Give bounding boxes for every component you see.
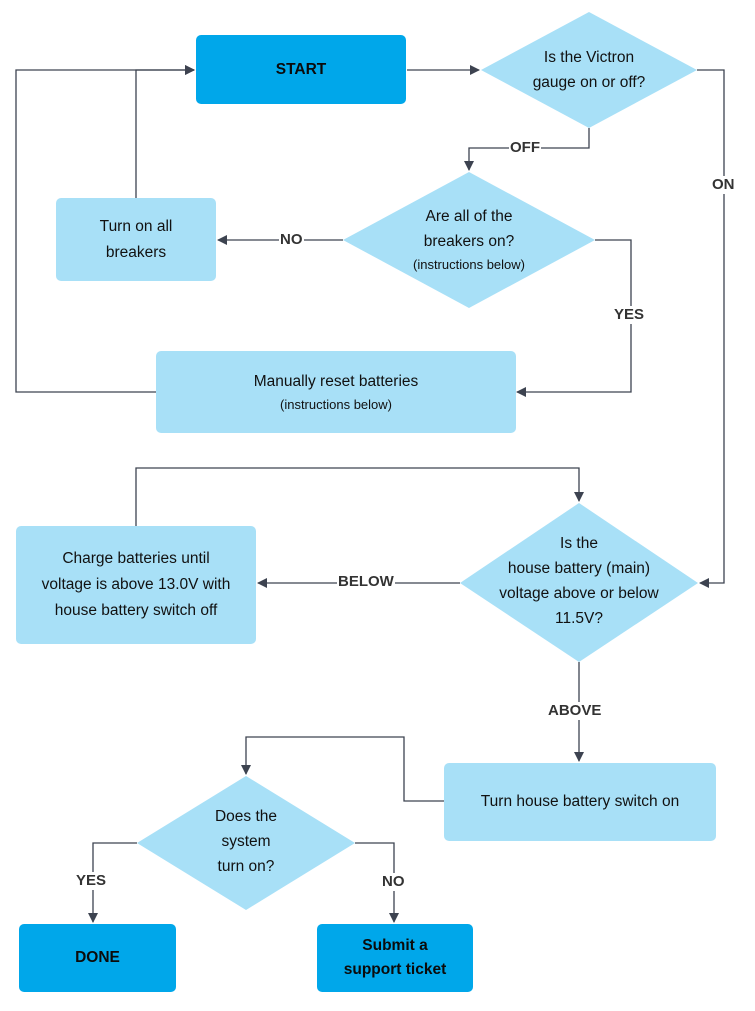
- system-line-2: system: [221, 832, 271, 850]
- edge-label-yes-breakers: YES: [613, 306, 646, 324]
- voltage-question: Is the house battery (main) voltage abov…: [474, 529, 684, 633]
- turn-on-breakers-node: Turn on all breakers: [56, 198, 216, 281]
- system-question: Does the system turn on?: [176, 802, 316, 880]
- edge-switch-to-system: [241, 736, 444, 802]
- system-line-1: Does the: [214, 807, 278, 825]
- system-decision-shape: [137, 776, 355, 910]
- breakers-question: Are all of the breakers on? (instruction…: [369, 198, 569, 282]
- manual-reset-note: (instructions below): [280, 397, 392, 412]
- voltage-line-4: 11.5V?: [555, 610, 603, 627]
- voltage-decision-shape: [460, 503, 698, 662]
- victron-line-2: gauge on or off?: [532, 74, 646, 91]
- edge-label-yes-system: YES: [75, 872, 108, 890]
- charge-line-1: Charge batteries until: [62, 550, 210, 567]
- manual-reset-node: Manually reset batteries (instructions b…: [156, 351, 516, 433]
- victron-decision-shape: [481, 12, 697, 128]
- edge-system-yes: [88, 842, 137, 923]
- breakers-line-1: Are all of the: [425, 208, 513, 225]
- edge-reset-to-start: [15, 65, 195, 393]
- charge-line-3: house battery switch off: [54, 602, 218, 619]
- turn-on-breakers-line-1: Turn on all: [99, 217, 173, 235]
- edge-label-off: OFF: [509, 139, 541, 157]
- victron-line-1: Is the Victron: [543, 49, 635, 66]
- start-node: START: [196, 35, 406, 104]
- edge-breakers-to-start: [135, 65, 195, 198]
- edge-charge-to-voltage: [135, 467, 584, 526]
- victron-question: Is the Victron gauge on or off?: [491, 40, 687, 100]
- charge-node: Charge batteries until voltage is above …: [16, 526, 256, 644]
- edge-label-no-system: NO: [381, 873, 406, 891]
- edge-label-below: BELOW: [337, 573, 395, 591]
- turn-on-breakers-line-2: breakers: [105, 243, 167, 261]
- breakers-line-2: breakers on?: [423, 233, 515, 250]
- edge-label-above: ABOVE: [547, 702, 603, 720]
- switch-on-label: Turn house battery switch on: [480, 793, 680, 810]
- edge-victron-on: [697, 69, 725, 588]
- edge-label-no-breakers: NO: [279, 231, 304, 249]
- breakers-decision-shape: [343, 172, 595, 308]
- switch-on-node: Turn house battery switch on: [444, 763, 716, 841]
- done-label: DONE: [75, 949, 120, 966]
- done-node: DONE: [19, 924, 176, 992]
- charge-line-2: voltage is above 13.0V with: [41, 576, 231, 593]
- voltage-line-2: house battery (main): [507, 560, 651, 577]
- breakers-note: (instructions below): [413, 257, 525, 272]
- voltage-line-3: voltage above or below: [499, 585, 659, 602]
- start-label: START: [275, 60, 327, 78]
- edge-label-on: ON: [711, 176, 736, 194]
- manual-reset-label: Manually reset batteries: [253, 373, 419, 390]
- system-line-3: turn on?: [217, 857, 275, 875]
- ticket-node: Submit a support ticket: [317, 924, 473, 992]
- ticket-line-2: support ticket: [343, 961, 447, 978]
- ticket-line-1: Submit a: [362, 937, 428, 954]
- edge-system-no: [355, 842, 399, 923]
- voltage-line-1: Is the: [560, 535, 598, 552]
